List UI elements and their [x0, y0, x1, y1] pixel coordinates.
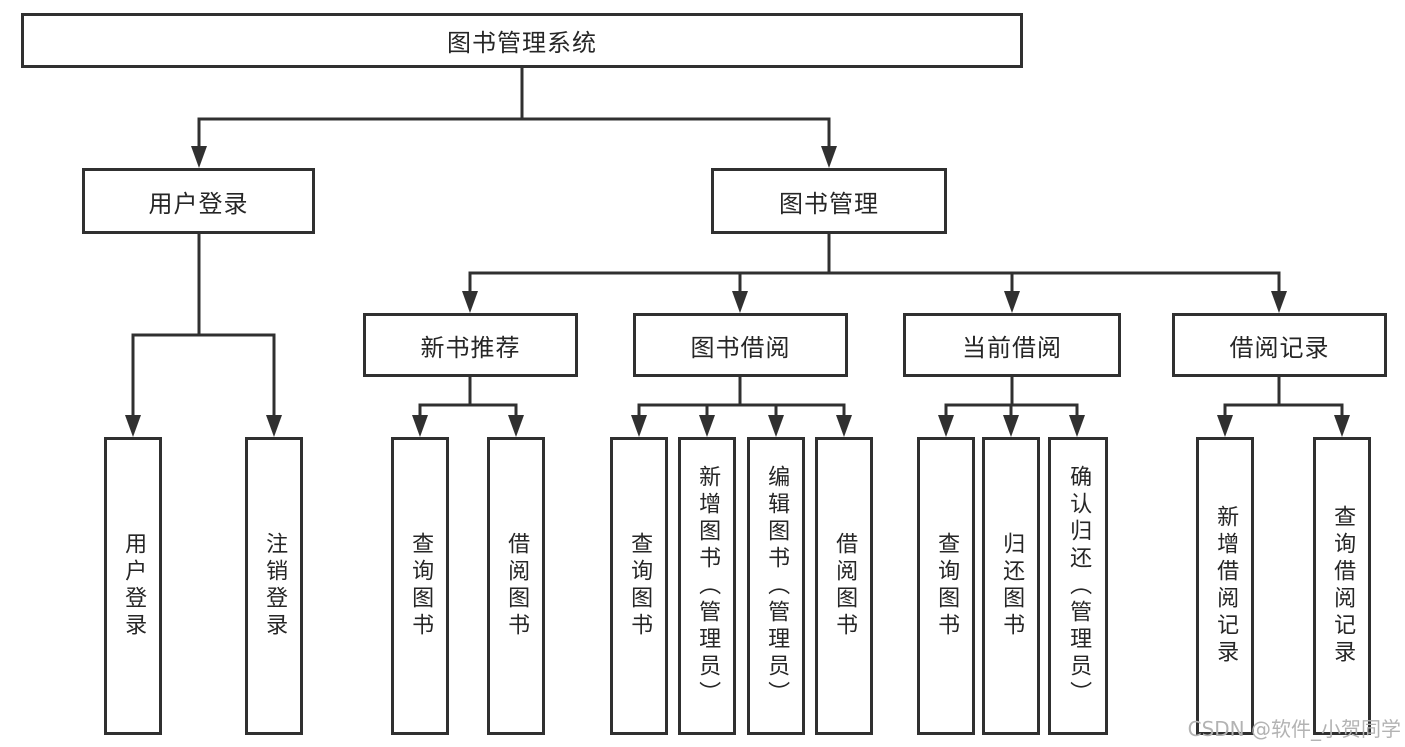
node-leaf-cur-confirm-return-admin: 确认归还（管理员） — [1048, 437, 1108, 735]
node-leaf-bor-borrow-books: 借阅图书 — [815, 437, 873, 735]
node-book-borrowing: 图书借阅 — [633, 313, 848, 377]
node-leaf-add-borrow-record-label: 新增借阅记录 — [1213, 505, 1239, 667]
node-leaf-query-borrow-record: 查询借阅记录 — [1313, 437, 1371, 735]
node-leaf-cur-return-books-label: 归还图书 — [999, 532, 1025, 640]
node-leaf-bor-edit-books-admin-label: 编辑图书（管理员） — [764, 464, 790, 708]
node-leaf-rec-query-books: 查询图书 — [391, 437, 449, 735]
node-leaf-cur-return-books: 归还图书 — [982, 437, 1040, 735]
node-current-borrowing-label: 当前借阅 — [962, 333, 1062, 362]
node-leaf-user-login: 用户登录 — [104, 437, 162, 735]
node-leaf-cur-confirm-return-admin-label: 确认归还（管理员） — [1066, 464, 1092, 708]
node-leaf-rec-query-books-label: 查询图书 — [408, 532, 434, 640]
node-leaf-bor-add-books-admin: 新增图书（管理员） — [678, 437, 736, 735]
node-current-borrowing: 当前借阅 — [903, 313, 1121, 377]
node-leaf-cur-query-books-label: 查询图书 — [934, 532, 960, 640]
node-leaf-cur-query-books: 查询图书 — [917, 437, 975, 735]
node-borrowing-records-label: 借阅记录 — [1229, 333, 1330, 362]
node-leaf-bor-edit-books-admin: 编辑图书（管理员） — [747, 437, 805, 735]
node-user-login: 用户登录 — [82, 168, 315, 234]
node-root: 图书管理系统 — [21, 13, 1023, 68]
node-leaf-logout-label: 注销登录 — [262, 532, 288, 640]
node-leaf-query-borrow-record-label: 查询借阅记录 — [1330, 505, 1356, 667]
node-leaf-logout: 注销登录 — [245, 437, 303, 735]
node-new-book-recommend: 新书推荐 — [363, 313, 578, 377]
node-user-login-label: 用户登录 — [148, 189, 249, 218]
node-leaf-rec-borrow-books-label: 借阅图书 — [504, 532, 530, 640]
node-leaf-rec-borrow-books: 借阅图书 — [487, 437, 545, 735]
node-leaf-add-borrow-record: 新增借阅记录 — [1196, 437, 1254, 735]
node-leaf-bor-borrow-books-label: 借阅图书 — [832, 532, 858, 640]
node-new-book-recommend-label: 新书推荐 — [420, 333, 521, 362]
node-borrowing-records: 借阅记录 — [1172, 313, 1387, 377]
node-book-management-label: 图书管理 — [779, 189, 879, 218]
node-leaf-user-login-label: 用户登录 — [121, 532, 147, 640]
node-leaf-bor-query-books-label: 查询图书 — [627, 532, 653, 640]
node-book-borrowing-label: 图书借阅 — [690, 333, 791, 362]
node-root-label: 图书管理系统 — [447, 29, 597, 57]
node-leaf-bor-query-books: 查询图书 — [610, 437, 668, 735]
node-book-management: 图书管理 — [711, 168, 947, 234]
csdn-watermark: CSDN @软件_小贺同学 — [1187, 717, 1401, 741]
node-leaf-bor-add-books-admin-label: 新增图书（管理员） — [695, 464, 721, 708]
